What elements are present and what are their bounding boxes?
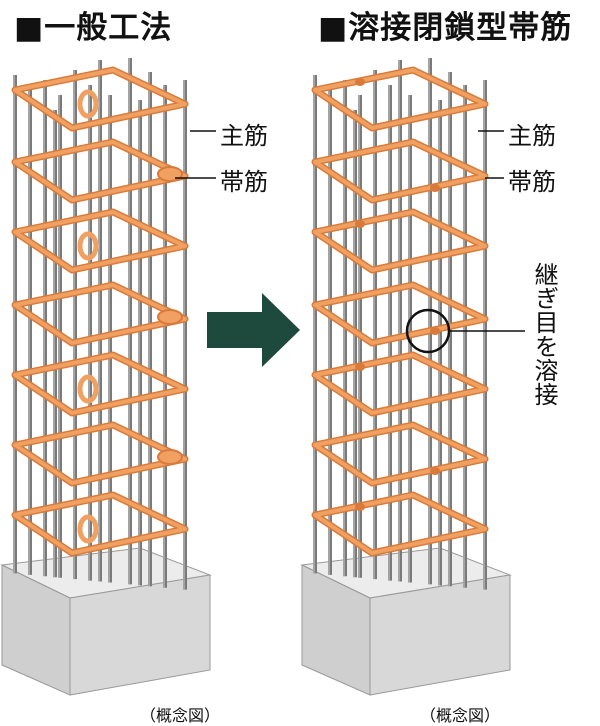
weld-point xyxy=(430,467,440,475)
weld-point xyxy=(430,327,440,335)
label-main-rebar-left: 主筋 xyxy=(220,122,268,150)
hook-joint xyxy=(77,89,99,119)
hoop-highlight xyxy=(13,353,187,415)
right-arrow-icon xyxy=(207,293,300,367)
weld-point xyxy=(430,184,440,192)
hoop-highlight xyxy=(13,210,187,272)
hoop-highlight xyxy=(13,493,187,555)
hook-joint xyxy=(77,514,99,544)
hook-joint xyxy=(157,309,183,325)
weld-point xyxy=(355,220,365,228)
label-hoop-right: 帯筋 xyxy=(508,168,556,196)
caption-left: （概念図） xyxy=(140,706,221,725)
hook-joint xyxy=(77,374,99,404)
hoop-highlight xyxy=(313,493,487,555)
hook-joint xyxy=(77,231,99,261)
hoop-highlight xyxy=(13,423,187,485)
title-conventional-method: ■一般工法 xyxy=(14,10,173,46)
hook-joint xyxy=(157,449,183,465)
weld-point xyxy=(355,78,365,86)
caption-right: （概念図） xyxy=(420,706,501,725)
weld-point xyxy=(355,363,365,371)
label-weld-joint: 継ぎ目を溶接 xyxy=(530,262,558,406)
hoop-highlight xyxy=(313,210,487,272)
hook-joint xyxy=(157,166,183,182)
label-main-rebar-right: 主筋 xyxy=(508,122,556,150)
title-welded-closed-hoop: ■溶接閉鎖型帯筋 xyxy=(318,10,573,46)
hoop-highlight xyxy=(313,353,487,415)
hoop-highlight xyxy=(313,423,487,485)
hoop-highlight xyxy=(313,283,487,345)
hoop-highlight xyxy=(313,68,487,130)
label-hoop-left: 帯筋 xyxy=(220,168,268,196)
hoop-highlight xyxy=(313,140,487,202)
weld-point xyxy=(355,503,365,511)
hoop-highlight xyxy=(13,68,187,130)
hoop-highlight xyxy=(13,140,187,202)
hoop-highlight xyxy=(13,283,187,345)
